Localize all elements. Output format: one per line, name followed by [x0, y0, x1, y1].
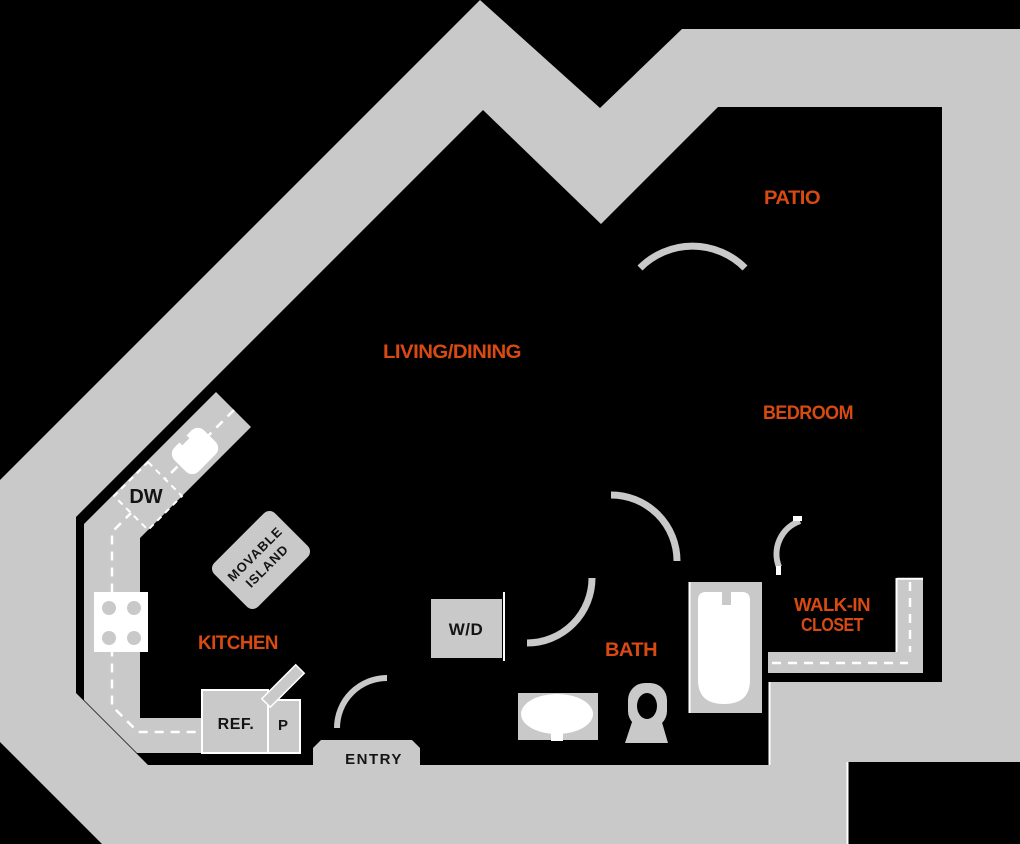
- pantry-label: P: [278, 717, 288, 734]
- tub-faucet-icon: [722, 592, 731, 605]
- patio-label: PATIO: [764, 188, 820, 209]
- kitchen-label: KITCHEN: [198, 633, 278, 654]
- toilet: [625, 683, 668, 743]
- stove-cooktop: [94, 592, 148, 652]
- burner-icon: [127, 601, 141, 615]
- burner-icon: [102, 631, 116, 645]
- closet-shelving: [768, 577, 923, 673]
- bath-door-arc: [526, 577, 596, 647]
- toilet-bowl-icon: [637, 693, 657, 719]
- entry-label: ENTRY: [345, 751, 403, 768]
- closet-door-arc: [773, 518, 802, 569]
- walk-in-closet-label-line2: CLOSET: [801, 615, 863, 635]
- sink-faucet-icon: [173, 429, 190, 446]
- washer-dryer-label: W/D: [449, 620, 484, 639]
- entry-door-arc: [334, 675, 388, 729]
- bath-label: BATH: [605, 640, 657, 661]
- vanity-basin-icon: [521, 694, 593, 734]
- washer-dryer: [431, 599, 502, 658]
- bedroom-door-arc: [610, 491, 681, 562]
- bathtub: [688, 582, 762, 713]
- closet-jamb-tick: [793, 516, 802, 521]
- kitchen-sink: [171, 427, 219, 475]
- refrigerator-label: REF.: [218, 716, 255, 733]
- pantry-door-leaf: [260, 663, 306, 709]
- dishwasher-label: DW: [129, 486, 162, 508]
- bedroom-label: BEDROOM: [763, 403, 853, 424]
- burner-icon: [127, 631, 141, 645]
- bath-vanity: [518, 693, 598, 741]
- closet-jamb-tick: [776, 566, 781, 575]
- vanity-faucet-icon: [551, 728, 563, 741]
- kitchen-counter: [84, 392, 251, 753]
- pantry: [267, 699, 301, 754]
- burner-icon: [102, 601, 116, 615]
- patio-door-arc: [637, 242, 748, 271]
- walk-in-closet-label-line1: WALK-IN: [794, 595, 870, 615]
- living-dining-label: LIVING/DINING: [383, 342, 521, 363]
